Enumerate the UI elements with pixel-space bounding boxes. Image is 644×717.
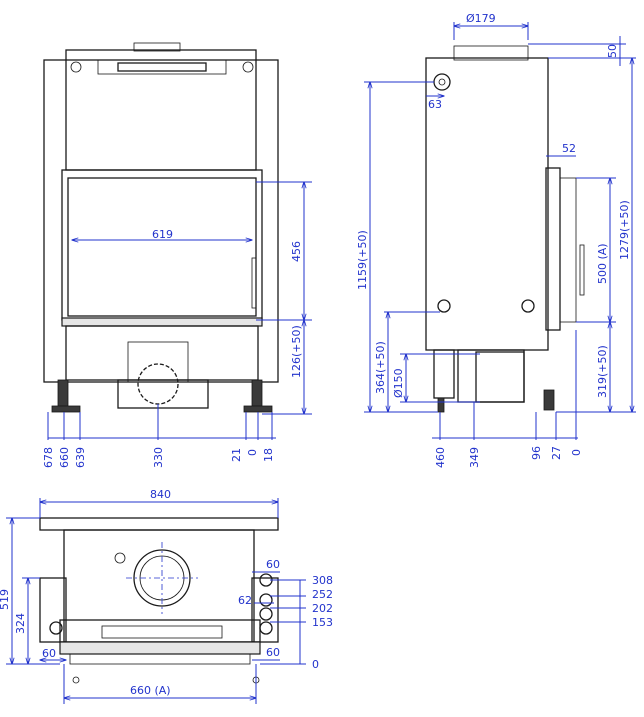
plan-view: 840 519 324 60 60 60 62 308 252 202 153 … xyxy=(0,488,333,704)
dim-21: 21 xyxy=(230,448,243,462)
dim-660a: 660 (A) xyxy=(130,684,171,697)
dim-308: 308 xyxy=(312,574,333,587)
dim-18: 18 xyxy=(262,448,275,462)
dim-1279: 1279(+50) xyxy=(618,200,631,260)
dim-126: 126(+50) xyxy=(290,325,303,378)
dim-plan-60-left: 60 xyxy=(42,647,56,660)
dim-153: 153 xyxy=(312,616,333,629)
dim-63: 63 xyxy=(428,98,442,111)
dim-364: 364(+50) xyxy=(374,341,387,394)
front-view: 619 456 126(+50) 678 660 639 330 21 0 18 xyxy=(42,42,312,468)
dim-1159: 1159(+50) xyxy=(356,230,369,290)
dim-252: 252 xyxy=(312,588,333,601)
dim-0: 0 xyxy=(246,449,259,456)
dim-50: 50 xyxy=(606,44,619,58)
dim-500: 500 (A) xyxy=(596,243,609,284)
dim-side-0: 0 xyxy=(570,449,583,456)
dim-678: 678 xyxy=(42,447,55,468)
dim-52: 52 xyxy=(562,142,576,155)
dim-plan-60-right-top: 60 xyxy=(266,558,280,571)
dim-202: 202 xyxy=(312,602,333,615)
dim-460: 460 xyxy=(434,447,447,468)
side-view: Ø179 50 63 52 1159(+50) 364(+50) Ø150 12… xyxy=(356,12,636,468)
dim-639: 639 xyxy=(74,447,87,468)
dim-150: Ø150 xyxy=(392,368,405,398)
dim-27: 27 xyxy=(550,446,563,460)
dim-619: 619 xyxy=(152,228,173,241)
dim-plan-0: 0 xyxy=(312,658,319,671)
dim-330: 330 xyxy=(152,447,165,468)
dim-plan-60-right-bottom: 60 xyxy=(266,646,280,659)
dim-96: 96 xyxy=(530,446,543,460)
dim-62: 62 xyxy=(238,594,252,607)
dim-519: 519 xyxy=(0,589,11,610)
dim-324: 324 xyxy=(14,613,27,634)
dim-660: 660 xyxy=(58,447,71,468)
dim-349: 349 xyxy=(468,447,481,468)
dim-319: 319(+50) xyxy=(596,345,609,398)
dim-456: 456 xyxy=(290,241,303,262)
dim-840: 840 xyxy=(150,488,171,501)
dim-179: Ø179 xyxy=(466,12,496,25)
